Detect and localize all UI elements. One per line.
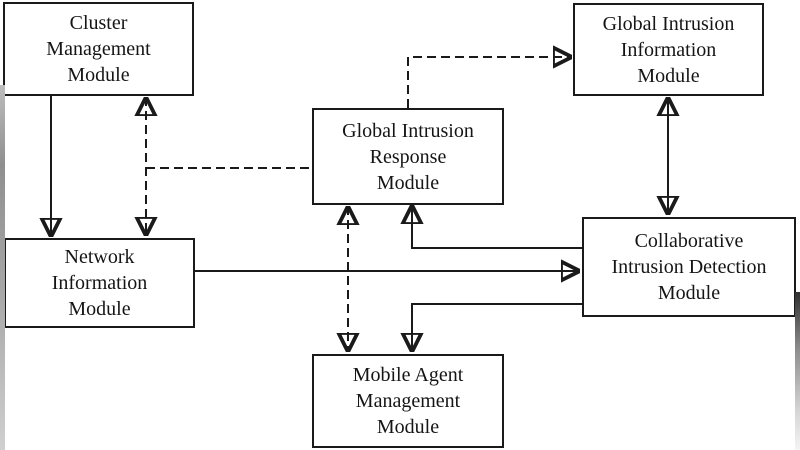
edge-detection-to-response xyxy=(412,205,582,249)
node-mobile-agent-management-module: Mobile Agent Management Module xyxy=(312,354,504,448)
node-collaborative-intrusion-detection-module: Collaborative Intrusion Detection Module xyxy=(582,217,796,317)
edge-response-to-information-dashed xyxy=(407,57,572,108)
node-global-intrusion-response-module: Global Intrusion Response Module xyxy=(312,108,504,205)
right-scan-artifact xyxy=(795,292,800,450)
node-cluster-management-module: Cluster Management Module xyxy=(3,2,194,96)
node-network-information-module: Network Information Module xyxy=(4,238,195,328)
node-global-intrusion-information-module: Global Intrusion Information Module xyxy=(573,3,764,96)
edge-detection-to-mobile-agent xyxy=(412,303,582,352)
left-scan-artifact xyxy=(0,85,5,450)
